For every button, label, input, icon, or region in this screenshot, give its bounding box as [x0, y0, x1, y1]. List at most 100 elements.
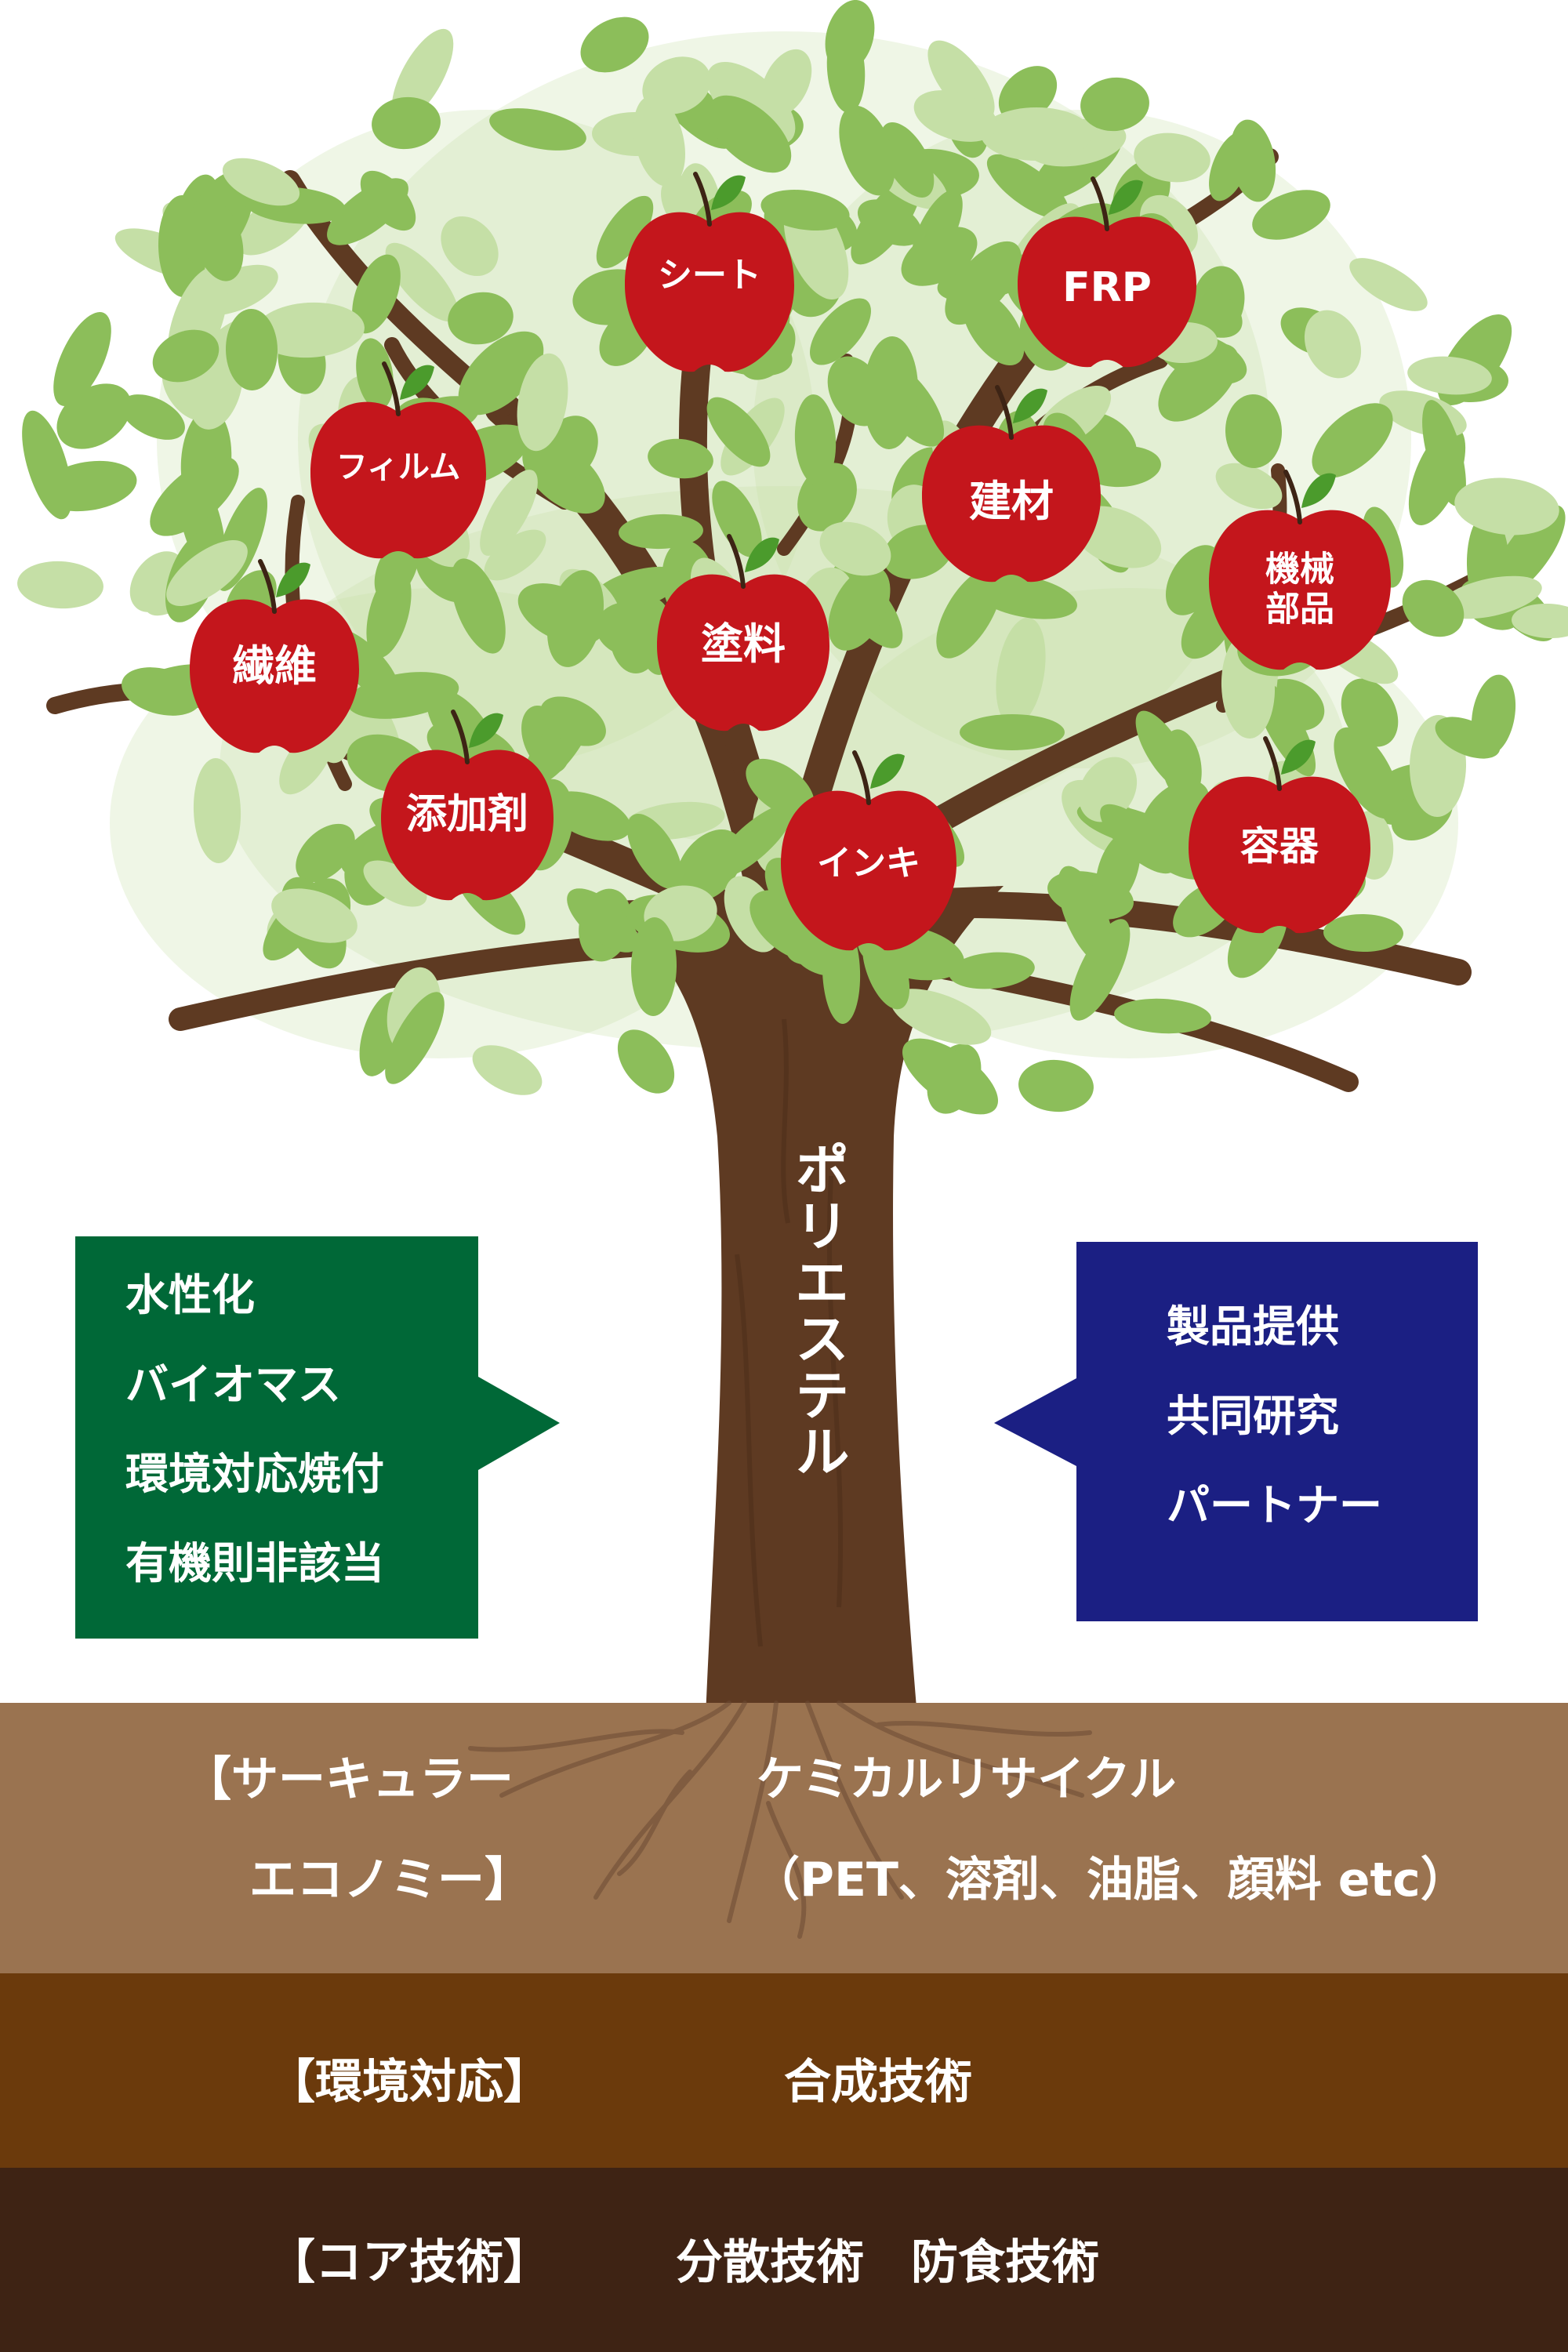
leaf: [633, 96, 685, 187]
apple-stem: [382, 361, 401, 416]
bark-texture: [735, 1018, 844, 1647]
leaf: [619, 514, 703, 550]
leaf: [1100, 804, 1175, 874]
callout-boxes: [75, 1236, 1478, 1639]
leaf: [1078, 757, 1138, 822]
apple-leaf: [1281, 739, 1316, 775]
apple-label-additive: 添加剤: [405, 791, 529, 839]
leaf: [1134, 132, 1210, 183]
leaf: [1083, 445, 1161, 488]
core-technologies-text: 分散技術 防食技術: [676, 2235, 1099, 2290]
apple: [1209, 470, 1391, 670]
leaf: [448, 292, 514, 345]
leaf: [862, 336, 919, 449]
environment-label: 【環境対応】: [268, 2055, 550, 2110]
circular-economy-label-line1: 【サーキュラー: [184, 1752, 514, 1807]
environment-layer: [0, 1973, 1568, 2168]
leaf: [567, 888, 639, 953]
leaf: [760, 190, 850, 230]
leaf: [225, 309, 278, 390]
leaf: [166, 540, 248, 606]
leaf: [1229, 119, 1276, 202]
leaf: [1349, 258, 1428, 311]
leaf: [810, 298, 871, 365]
leaf: [839, 105, 895, 196]
leaf: [825, 0, 875, 73]
leaf: [1135, 710, 1193, 792]
left-feature-list: 水性化 バイオマス 環境対応焼付 有機則非該当: [125, 1274, 384, 1632]
leaf: [271, 888, 358, 943]
right-service-list: 製品提供 共同研究 パートナー: [1167, 1305, 1382, 1573]
apple-label-fiber: 繊維: [232, 641, 317, 691]
leaf: [296, 823, 355, 883]
leaf: [986, 154, 1069, 220]
right-callout-box: [994, 1242, 1478, 1621]
circular-economy-label-line2: エコノミー】: [249, 1853, 532, 1907]
leaf: [902, 1038, 998, 1115]
apple-body: [310, 401, 486, 559]
apple-body: [922, 425, 1101, 583]
leaf: [949, 952, 1035, 989]
leaf: [1402, 579, 1465, 637]
apple-stem: [451, 710, 470, 764]
leaf: [794, 394, 837, 485]
leaf: [472, 1045, 543, 1095]
leaf: [707, 95, 792, 173]
leaf: [347, 672, 459, 719]
leaf: [1492, 505, 1566, 597]
leaf: [484, 529, 546, 581]
apple-body: [657, 574, 829, 731]
leaf: [222, 158, 300, 206]
service-item: 共同研究: [1167, 1391, 1340, 1441]
service-item: 製品提供: [1167, 1301, 1340, 1352]
apple-leaf: [745, 537, 779, 572]
leaf: [385, 242, 459, 322]
apple: [190, 559, 359, 753]
leaf: [890, 989, 992, 1045]
apple-stem: [1091, 176, 1109, 231]
leaf: [642, 56, 711, 114]
leaf: [1058, 866, 1114, 966]
leaf: [901, 227, 978, 286]
chemical-recycling-text: ケミカルリサイクル: [757, 1752, 1177, 1807]
apple: [310, 361, 486, 559]
apples: [190, 172, 1391, 951]
leaf: [480, 470, 538, 556]
apple-stem: [1263, 736, 1282, 791]
leaf: [540, 696, 606, 746]
leaf: [451, 558, 506, 654]
leaf: [1454, 477, 1559, 535]
apple-stem: [693, 172, 712, 227]
feature-item: 水性化: [125, 1270, 256, 1320]
leaf: [192, 198, 244, 281]
leaf: [1069, 919, 1131, 1021]
leaf: [857, 199, 923, 246]
synthesis-technology-text: 合成技術: [784, 2055, 972, 2110]
apple-stem: [995, 385, 1014, 440]
apple-label-building-materials: 建材: [969, 476, 1054, 526]
apple-stem: [1283, 470, 1302, 524]
apple-leaf: [276, 562, 310, 597]
leaf: [962, 289, 1025, 366]
leaf: [517, 353, 568, 452]
leaf: [1422, 400, 1466, 506]
leaf: [626, 813, 683, 890]
leaf: [363, 860, 427, 907]
apple-body: [1189, 776, 1370, 934]
leaf: [546, 570, 604, 667]
core-technology-layer: [0, 2168, 1568, 2352]
leaf: [706, 397, 771, 467]
leaf: [630, 917, 677, 1016]
leaf: [746, 758, 815, 818]
leaf: [828, 566, 891, 651]
leaf: [152, 329, 220, 383]
leaf: [936, 568, 1002, 659]
apple-leaf: [1013, 388, 1047, 423]
leaf: [372, 96, 441, 150]
core-technology-label: 【コア技術】: [268, 2235, 550, 2290]
leaf: [1323, 913, 1403, 953]
leaf: [548, 791, 631, 841]
leaf: [385, 992, 445, 1084]
apple-body: [1209, 510, 1391, 670]
